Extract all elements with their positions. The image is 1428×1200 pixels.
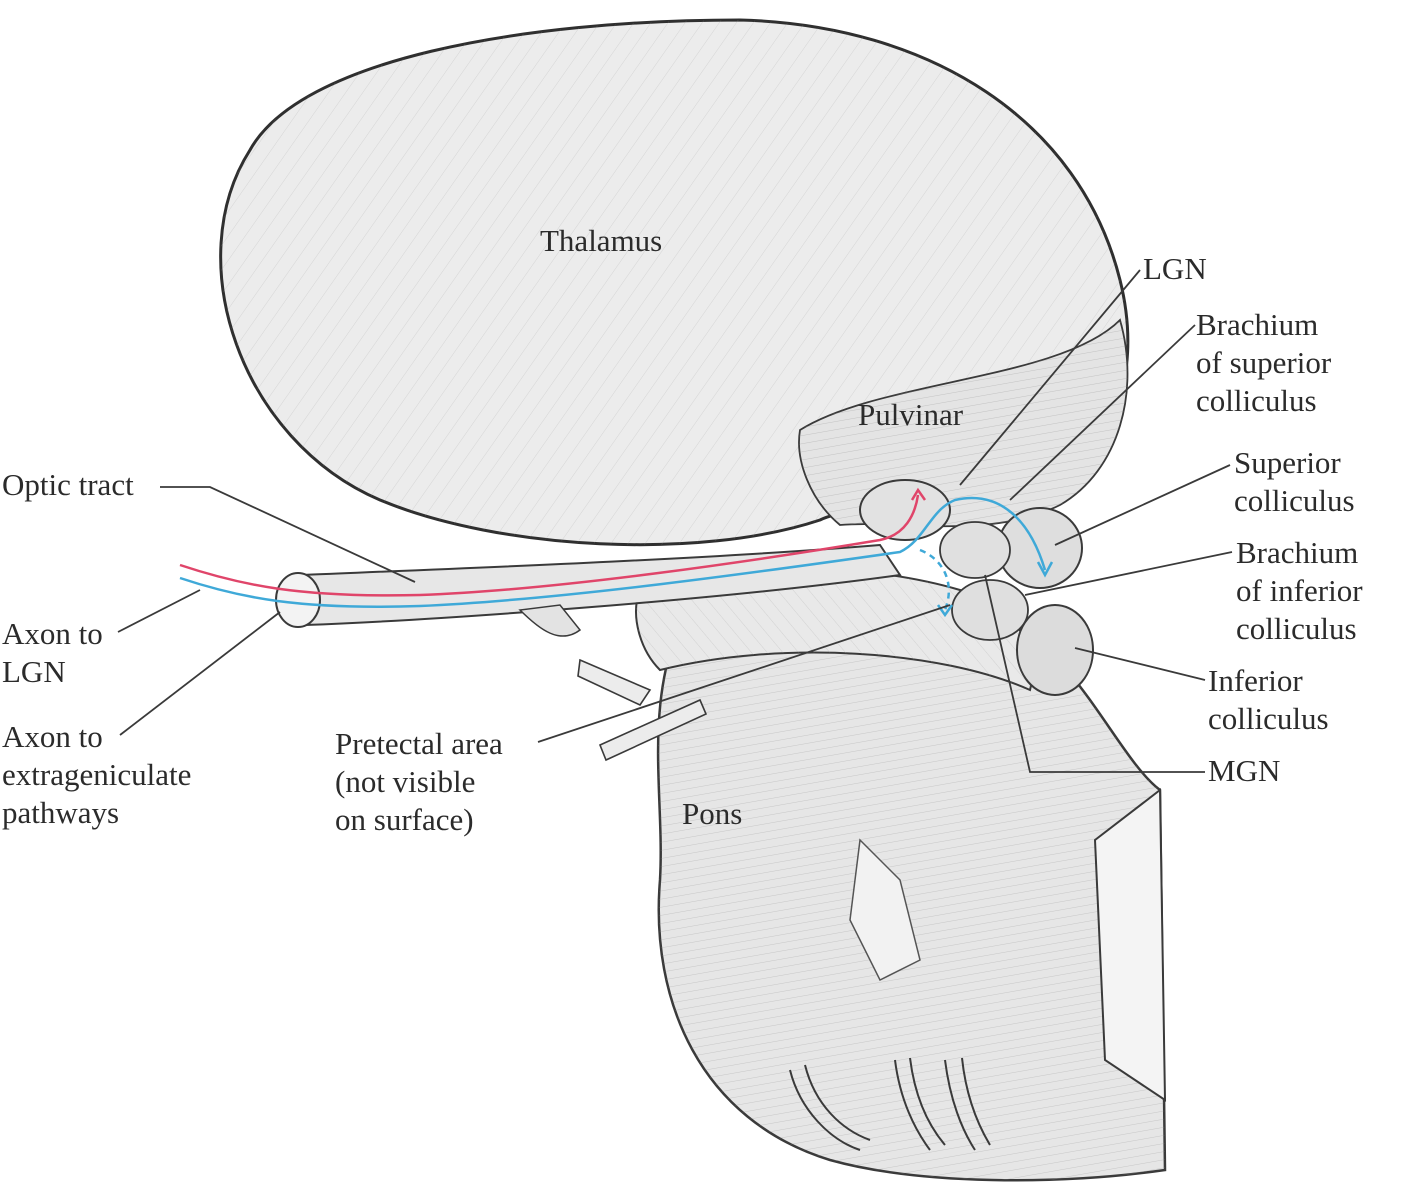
pretectal-area-label: Pretectal area (not visible on surface) — [335, 726, 503, 837]
mgn-label: MGN — [1208, 753, 1281, 788]
brachium-inferior-colliculus-label: Brachium of inferior colliculus — [1236, 535, 1363, 646]
extrageniculate-axon-path — [179, 496, 1047, 609]
axon-to-extrageniculate-label: Axon to extrageniculate pathways — [2, 719, 192, 830]
leader-lines — [117, 269, 1233, 773]
axon-to-lgn-label: Axon to LGN — [2, 616, 103, 689]
optic-tract-label: Optic tract — [2, 467, 134, 502]
inferior-colliculus-label: Inferior colliculus — [1208, 663, 1329, 736]
superior-colliculus-label: Superior colliculus — [1234, 445, 1355, 518]
thalamus-label: Thalamus — [540, 223, 663, 258]
inferior-colliculus-shape — [1016, 604, 1094, 696]
lgn-label: LGN — [1143, 251, 1207, 286]
pons-label: Pons — [682, 796, 743, 831]
mgn-shape — [939, 521, 1011, 579]
brainstem-cut-face — [1093, 787, 1167, 1102]
lgn-shape — [859, 479, 951, 541]
lgn-axon-path — [179, 494, 920, 597]
brachium-superior-colliculus-label: Brachium of superior colliculus — [1196, 307, 1332, 418]
pulvinar-label: Pulvinar — [858, 397, 964, 432]
